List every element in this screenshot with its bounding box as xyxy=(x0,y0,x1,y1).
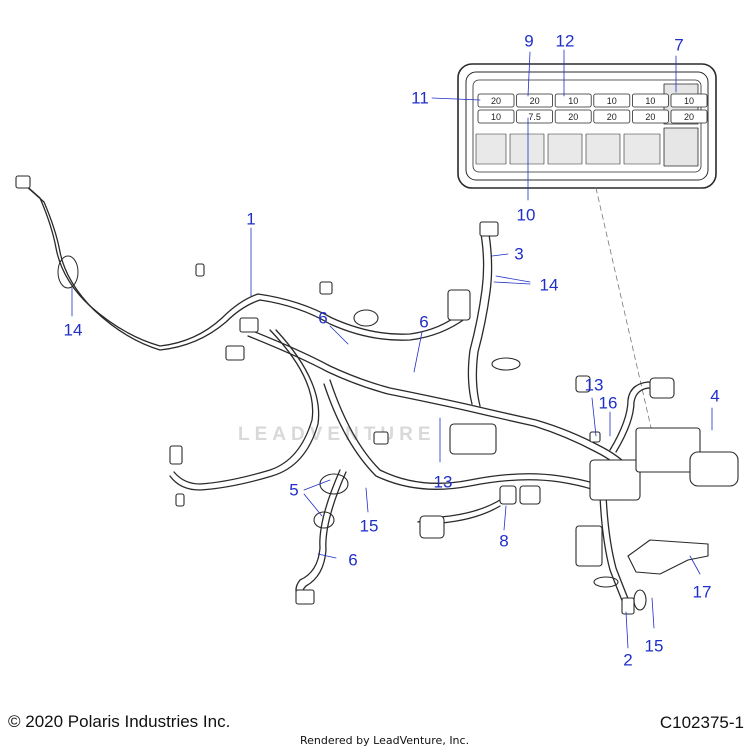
fuse-slot xyxy=(554,109,592,124)
harness-tubes xyxy=(21,181,667,611)
fuse-slot xyxy=(593,93,631,108)
callout-7[interactable]: 7 xyxy=(674,35,684,55)
fuse-rating: 20 xyxy=(645,112,655,122)
fuse-rating: 20 xyxy=(568,112,578,122)
callout-17[interactable]: 17 xyxy=(692,582,712,602)
fuse-slot xyxy=(632,109,669,124)
callout-6-c[interactable]: 6 xyxy=(348,550,358,570)
fuse-slot xyxy=(632,93,669,108)
fuse-rating: 10 xyxy=(684,96,694,106)
callout-6-b[interactable]: 6 xyxy=(419,312,429,332)
callout-11[interactable]: 11 xyxy=(411,88,429,108)
callout-6-a[interactable]: 6 xyxy=(318,308,328,328)
diagram-part-number: C102375-1 xyxy=(659,713,744,732)
fuse-slot xyxy=(670,109,708,124)
callout-5[interactable]: 5 xyxy=(289,480,299,500)
fuse-slot xyxy=(670,93,708,108)
fuse-slot xyxy=(477,109,515,124)
callout-15-a[interactable]: 15 xyxy=(359,516,379,536)
callout-1[interactable]: 1 xyxy=(246,209,256,229)
callout-13-a[interactable]: 13 xyxy=(584,375,604,395)
fuse-slots: 20 20 10 10 10 10 10 7.5 20 20 20 20 xyxy=(477,93,708,124)
callout-9[interactable]: 9 xyxy=(524,31,534,51)
callout-10[interactable]: 10 xyxy=(516,205,536,225)
fuse-slot xyxy=(554,93,592,108)
callout-15-b[interactable]: 15 xyxy=(644,636,664,656)
rendered-by-credit: Rendered by LeadVenture, Inc. xyxy=(300,734,470,747)
callout-3[interactable]: 3 xyxy=(514,244,524,264)
fuse-rating: 10 xyxy=(491,112,501,122)
fuse-rating: 20 xyxy=(530,96,540,106)
leader-lines xyxy=(71,49,713,649)
fuse-rating: 20 xyxy=(684,112,694,122)
fuse-rating: 7.5 xyxy=(528,112,541,122)
fuse-slot xyxy=(516,109,553,124)
fuse-rating: 10 xyxy=(607,96,617,106)
callout-13-b[interactable]: 13 xyxy=(433,472,453,492)
fuse-rating: 10 xyxy=(568,96,578,106)
fuse-rating: 20 xyxy=(607,112,617,122)
callout-16[interactable]: 16 xyxy=(598,393,618,413)
callout-14-a[interactable]: 14 xyxy=(63,320,83,340)
connectors xyxy=(15,175,739,615)
callout-2[interactable]: 2 xyxy=(623,650,633,670)
copyright-notice: © 2020 Polaris Industries Inc. xyxy=(8,712,231,731)
callout-4[interactable]: 4 xyxy=(710,386,720,406)
fuse-slot xyxy=(477,93,515,108)
fuse-rating: 10 xyxy=(645,96,655,106)
callout-8[interactable]: 8 xyxy=(499,531,509,551)
fuse-slot xyxy=(516,93,553,108)
fuse-rating: 20 xyxy=(491,96,501,106)
callout-12[interactable]: 12 xyxy=(555,31,575,51)
fuse-box-inset: 20 20 10 10 10 10 10 7.5 20 20 20 20 xyxy=(457,63,717,433)
callout-14-b[interactable]: 14 xyxy=(539,275,559,295)
fuse-slot xyxy=(593,109,631,124)
